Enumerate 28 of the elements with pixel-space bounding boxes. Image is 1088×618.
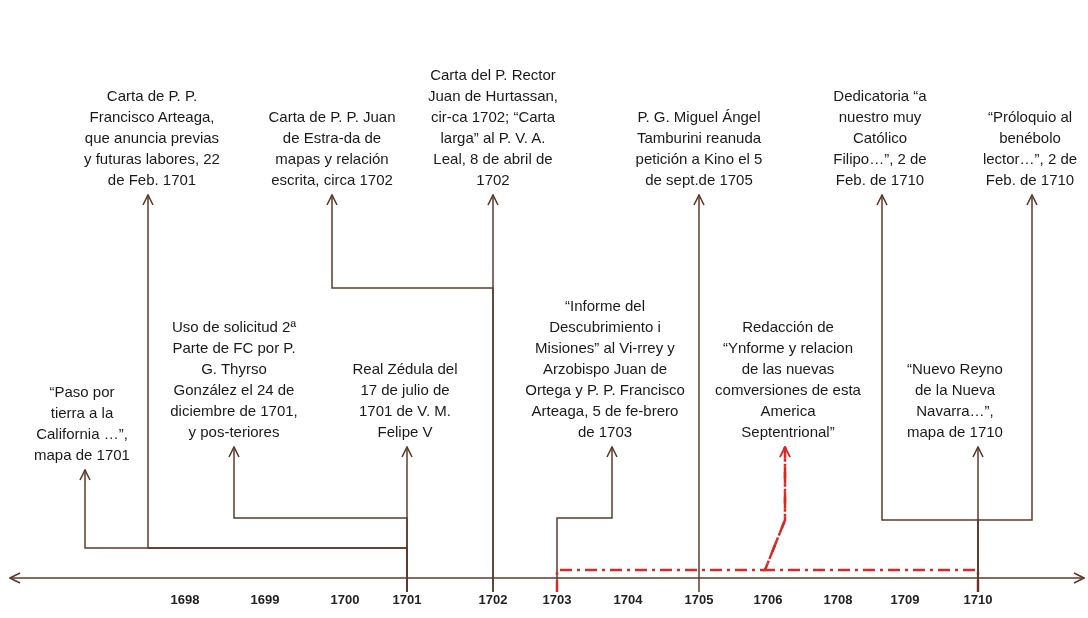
event-text: “Paso por tierra a la California …”, mapa de 1701: [32, 270, 132, 469]
year-label: 1701: [385, 592, 429, 608]
arrow: [326, 194, 494, 593]
arrow: [977, 194, 1038, 593]
event-text: “Informe del Descubrimiento i Misiones” al Vi-rrey y Arzobispo Juan de Ortega y P. P. Francisco Arteaga, 5 de fe-brero de 1703: [522, 215, 688, 446]
year-label: 1705: [677, 592, 721, 608]
event-text: Carta de P. P. Juan de Estra-da de mapas y relación escrita, circa 1702: [267, 40, 397, 194]
year-label: 1704: [606, 592, 650, 608]
event-text: Real Zédula del 17 de julio de 1701 de V. M. Felipe V: [347, 300, 463, 446]
event-text: Carta del P. Rector Juan de Hurtassan, cir-ca 1702; “Carta larga” al P. V. A. Leal, 8 de abril de 1702: [425, 30, 561, 194]
event-text: “Próloquio al benébolo lector…”, 2 de Feb. de 1710: [975, 40, 1085, 194]
year-label: 1698: [163, 592, 207, 608]
year-label: 1709: [883, 592, 927, 608]
event-text: Redacción de “Ynforme y relacion de las nuevas comversiones de esta America Septentrional”: [713, 215, 863, 446]
event-text: Carta de P. P. Francisco Arteaga, que anuncia previas y futuras labores, 22 de Feb. 1701: [82, 30, 222, 194]
year-label: 1702: [471, 592, 515, 608]
arrow: [401, 446, 413, 593]
year-label: 1700: [323, 592, 367, 608]
event-text: Uso de solicitud 2ª Parte de FC por P. G. Thyrso González el 24 de diciembre de 1701, y pos-teriores: [169, 205, 299, 446]
year-label: 1708: [816, 592, 860, 608]
event-text: “Nuevo Reyno de la Nueva Navarra…”, mapa de 1710: [902, 260, 1008, 446]
year-label: 1706: [746, 592, 790, 608]
event-text: Dedicatoria “a nuestro muy Católico Filipo…”, 2 de Feb. de 1710: [822, 40, 938, 194]
year-label: 1699: [243, 592, 287, 608]
year-label: 1703: [535, 592, 579, 608]
event-text: P. G. Miguel Ángel Tamburini reanuda petición a Kino el 5 de sept.de 1705: [629, 40, 769, 194]
year-label: 1710: [956, 592, 1000, 608]
arrow: [693, 194, 705, 593]
